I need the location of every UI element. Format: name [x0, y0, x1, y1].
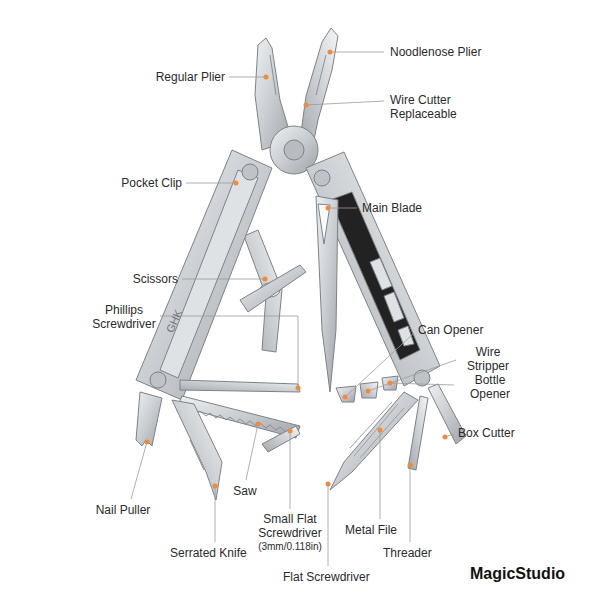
- part-label: Threader: [383, 546, 432, 560]
- part-label: Metal File: [345, 523, 397, 537]
- part-label: Saw: [230, 484, 260, 498]
- part-label: Wire Stripper: [456, 345, 520, 373]
- part-label: Noodlenose Plier: [390, 45, 481, 59]
- part-label: Phillips Screwdriver: [86, 303, 162, 331]
- part-label: Small Flat Screwdriver: [246, 512, 334, 540]
- part-label: Box Cutter: [458, 426, 515, 440]
- watermark: MagicStudio: [470, 564, 565, 583]
- part-label: Main Blade: [362, 201, 422, 215]
- part-label: Wire Cutter Replaceable: [390, 93, 470, 121]
- part-label: (3mm/0.118in): [240, 540, 340, 553]
- part-label: Can Opener: [418, 323, 483, 337]
- part-label: Serrated Knife: [170, 546, 247, 560]
- part-label: Flat Screwdriver: [283, 570, 370, 584]
- part-label: Nail Puller: [88, 503, 158, 517]
- part-label: Pocket Clip: [80, 176, 182, 190]
- part-label: Scissors: [80, 272, 178, 286]
- part-label: Regular Plier: [105, 70, 225, 84]
- part-label: Bottle Opener: [456, 373, 524, 401]
